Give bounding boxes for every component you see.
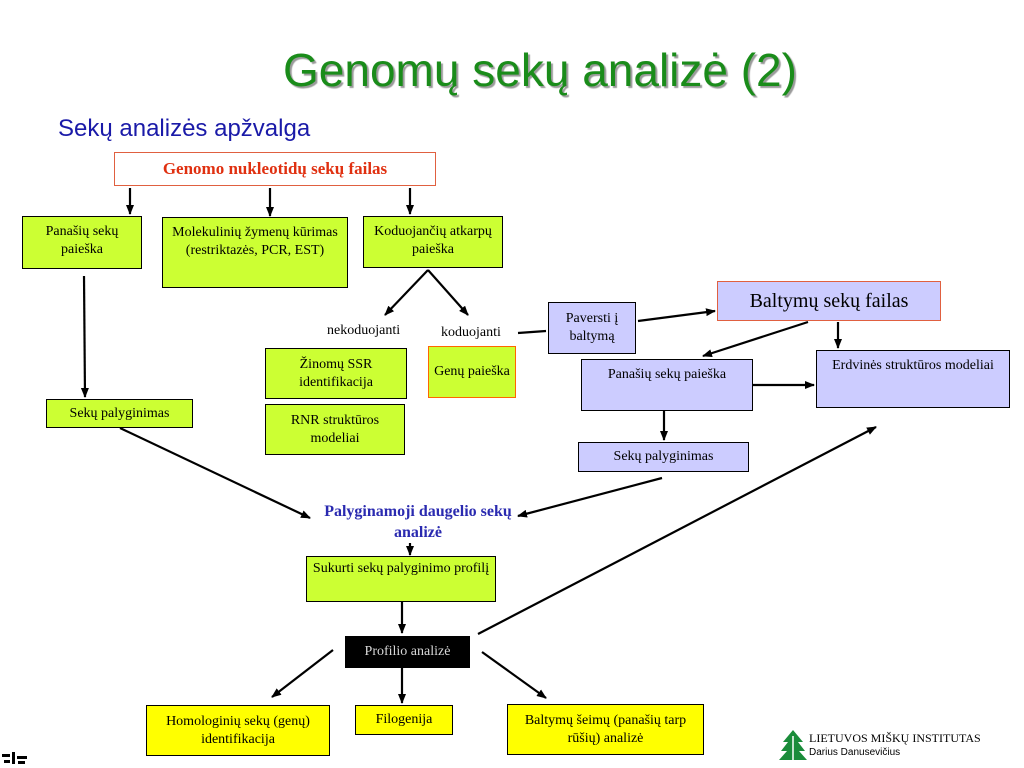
institute-name: LIETUVOS MIŠKŲ INSTITUTAS	[809, 731, 981, 745]
arrow-similar-to-compare	[80, 275, 89, 398]
arrow-coding-label-to-translate	[517, 329, 547, 335]
genome-file-box: Genomo nukleotidų sekų failas	[114, 152, 436, 186]
molecular-markers-box: Molekulinių žymenų kūrimas (restriktazės…	[162, 217, 348, 288]
noncoding-label: nekoduojanti	[327, 323, 401, 338]
arrow-translate-to-protein-file	[637, 308, 716, 323]
arrow-analysis-to-homolog	[271, 649, 334, 698]
arrow-compare-right-to-msa	[517, 476, 663, 518]
profile-analysis-box: Profilio analizė	[345, 636, 470, 668]
tree-logo-icon	[779, 730, 807, 760]
arrow-coding-to-coding	[427, 269, 469, 316]
page-subtitle: Sekų analizės apžvalga	[58, 115, 311, 142]
gene-search-box: Genų paieška	[428, 346, 516, 398]
arrow-compare-left-to-msa	[119, 427, 311, 519]
structure-models-box: Erdvinės struktūros modeliai	[816, 350, 1010, 408]
coding-label: koduojanti	[441, 325, 501, 340]
create-profile-box: Sukurti sekų palyginimo profilį	[306, 556, 496, 602]
similar-search-right-box: Panašių sekų paieška	[581, 359, 753, 411]
arrow-protein-file-to-similar	[702, 320, 809, 358]
protein-families-box: Baltymų šeimų (panašių tarp rūšių) anali…	[507, 704, 704, 755]
protein-file-box: Baltymų sekų failas	[717, 281, 941, 321]
msa-label: Palyginamoji daugelio sekų analizė	[324, 503, 512, 541]
arrow-analysis-to-structure	[477, 426, 877, 635]
similar-search-left-box: Panašių sekų paieška	[22, 216, 142, 269]
translate-box: Paversti į baltymą	[548, 302, 636, 354]
rna-box: RNR struktūros modeliai	[265, 404, 405, 455]
seq-compare-right-box: Sekų palyginimas	[578, 442, 749, 472]
arrow-coding-to-noncoding	[384, 269, 429, 316]
author-name: Darius Danusevičius	[809, 747, 901, 758]
page-title: Genomų sekų analizė (2)	[283, 44, 797, 96]
coding-search-box: Koduojančių atkarpų paieška	[363, 216, 503, 268]
phylogeny-box: Filogenija	[355, 705, 453, 735]
corner-logo-icon	[2, 752, 27, 764]
arrow-analysis-to-families	[481, 651, 547, 699]
homolog-box: Homologinių sekų (genų) identifikacija	[146, 705, 330, 756]
seq-compare-left-box: Sekų palyginimas	[46, 399, 193, 428]
ssr-box: Žinomų SSR identifikacija	[265, 348, 407, 399]
